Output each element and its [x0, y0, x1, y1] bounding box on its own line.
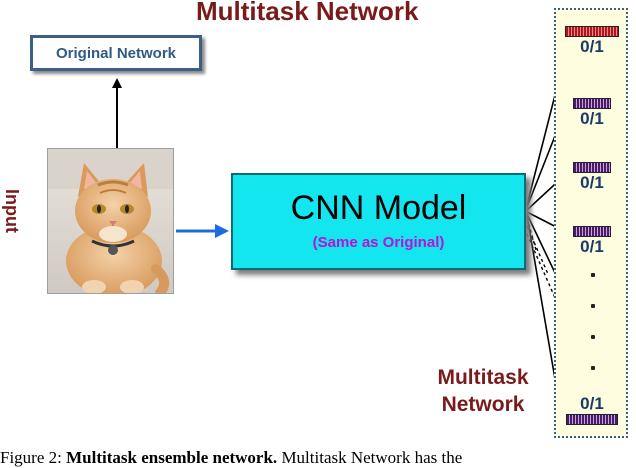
- output-label: 0/1: [580, 37, 604, 56]
- output-label: 0/1: [580, 109, 604, 128]
- cnn-model-subtitle: (Same as Original): [312, 234, 445, 251]
- output-label: 0/1: [580, 394, 604, 413]
- caption-prefix: Figure 2:: [0, 448, 67, 467]
- output-bar: [573, 162, 611, 173]
- output-bar: [573, 98, 611, 109]
- multitask-label-line-2: Network: [441, 393, 525, 416]
- output-label: 0/1: [580, 173, 604, 192]
- output-node-3: 0/1: [563, 162, 621, 193]
- multitask-label-line-1: Multitask: [437, 366, 529, 389]
- output-bar: [566, 414, 618, 425]
- output-node-4: 0/1: [563, 226, 621, 257]
- multitask-output-panel: 0/1 0/1 0/1 0/1 0/1: [554, 8, 628, 438]
- cat-icon: [48, 149, 173, 293]
- ellipsis-dot: [591, 273, 595, 277]
- ellipsis-dot: [591, 366, 595, 370]
- multitask-network-label: Multitask Network: [418, 364, 548, 418]
- original-network-box: Original Network: [30, 35, 202, 71]
- dotted-connector-3: [526, 233, 557, 301]
- cnn-model-box: CNN Model (Same as Original): [231, 173, 526, 270]
- output-node-1: 0/1: [563, 26, 621, 57]
- ellipsis-dot: [591, 304, 595, 308]
- output-node-2: 0/1: [563, 98, 621, 129]
- diagram-title: Multitask Network: [196, 0, 419, 26]
- dotted-connector-2: [526, 225, 549, 275]
- cnn-model-title: CNN Model: [290, 189, 467, 227]
- original-network-label: Original Network: [55, 44, 177, 62]
- cat-input-image: [47, 148, 174, 294]
- output-bar-red: [565, 26, 619, 37]
- caption-rest: Multitask Network has the: [277, 448, 463, 467]
- output-label: 0/1: [580, 237, 604, 256]
- ellipsis-dot: [591, 335, 595, 339]
- figure-caption: Figure 2: Multitask ensemble network. Mu…: [0, 448, 636, 468]
- output-bar: [573, 226, 611, 237]
- caption-bold: Multitask ensemble network.: [66, 448, 278, 467]
- output-node-last: 0/1: [563, 394, 621, 425]
